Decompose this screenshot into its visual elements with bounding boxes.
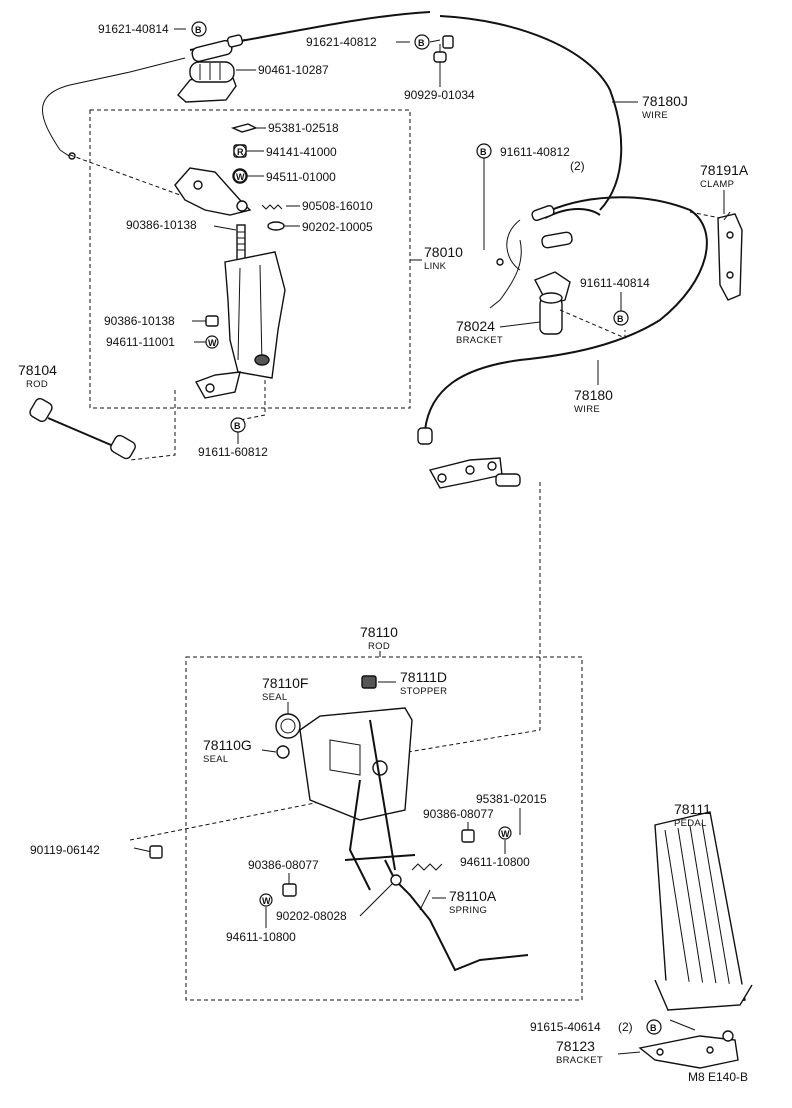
pedal-78111 bbox=[654, 811, 753, 1011]
caption-78191a: CLAMP bbox=[700, 179, 734, 190]
label-94141-41000: 94141-41000 bbox=[266, 145, 337, 159]
rod-78104 bbox=[29, 397, 136, 460]
svg-text:B: B bbox=[418, 38, 425, 48]
washer-badge: W bbox=[498, 826, 512, 840]
clamp-78191a bbox=[717, 211, 743, 301]
svg-text:B: B bbox=[617, 314, 624, 324]
label-91611-40812: 91611-40812 bbox=[500, 145, 570, 159]
label-91621-40812: 91621-40812 bbox=[306, 35, 377, 49]
label-91611-40814: 91611-40814 bbox=[580, 276, 650, 290]
label-90202-10005: 90202-10005 bbox=[302, 220, 373, 234]
label-95381-02518: 95381-02518 bbox=[268, 121, 339, 135]
caption-78111: PEDAL bbox=[674, 818, 707, 829]
leader-clamp-dash bbox=[559, 211, 721, 339]
label-78110f: 78110F bbox=[262, 675, 308, 691]
bracket-78123 bbox=[638, 1030, 739, 1069]
svg-text:W: W bbox=[501, 829, 510, 839]
label-90386-08077-b: 90386-08077 bbox=[248, 858, 319, 872]
caption-78110f: SEAL bbox=[262, 692, 288, 703]
washer-badge: W bbox=[233, 169, 247, 183]
label-78110g: 78110G bbox=[203, 737, 252, 753]
label-78191a: 78191A bbox=[700, 162, 749, 178]
caption-78110a: SPRING bbox=[449, 905, 487, 916]
reference-code: M8 E140-B bbox=[688, 1070, 748, 1084]
svg-text:B: B bbox=[195, 25, 202, 35]
svg-text:W: W bbox=[236, 172, 245, 182]
label-95381-02015: 95381-02015 bbox=[476, 792, 547, 806]
bracket-78024 bbox=[424, 196, 708, 431]
bolt-badge: B bbox=[414, 34, 430, 50]
wire-78180-lower bbox=[417, 427, 521, 489]
label-94611-10800-b: 94611-10800 bbox=[226, 930, 296, 944]
bolt-badge: B bbox=[476, 143, 492, 159]
bolt-badge: B bbox=[230, 417, 246, 433]
label-90386-10138-b: 90386-10138 bbox=[104, 314, 175, 328]
label-90461-10287: 90461-10287 bbox=[258, 63, 329, 77]
bolt-90119-06142 bbox=[133, 845, 163, 859]
label-91615-40614-qty: (2) bbox=[618, 1020, 633, 1034]
label-90386-08077-a: 90386-08077 bbox=[423, 807, 494, 821]
svg-text:R: R bbox=[237, 147, 244, 157]
caption-78111d: STOPPER bbox=[400, 686, 447, 697]
caption-78010: LINK bbox=[424, 261, 447, 272]
label-78180: 78180 bbox=[574, 387, 613, 403]
bolt-badge: B bbox=[613, 310, 629, 326]
label-78111: 78111 bbox=[674, 801, 711, 817]
label-90508-16010: 90508-16010 bbox=[302, 199, 373, 213]
svg-text:B: B bbox=[234, 421, 241, 431]
label-91611-40812-qty: (2) bbox=[570, 159, 585, 173]
caption-78180: WIRE bbox=[574, 404, 600, 415]
caption-78180j: WIRE bbox=[642, 110, 668, 121]
label-78010: 78010 bbox=[424, 244, 463, 260]
svg-text:B: B bbox=[650, 1023, 657, 1033]
cable-end-fitting bbox=[191, 34, 244, 63]
caption-78123: BRACKET bbox=[556, 1055, 603, 1066]
label-78123: 78123 bbox=[556, 1038, 595, 1054]
label-78104: 78104 bbox=[18, 362, 57, 378]
washer-badge: W bbox=[259, 893, 273, 907]
rivet-badge: R bbox=[233, 144, 247, 158]
leader-bolt-dash bbox=[129, 799, 331, 841]
label-91621-40814: 91621-40814 bbox=[98, 22, 169, 36]
label-94611-11001: 94611-11001 bbox=[106, 335, 175, 349]
leader-rod-dash bbox=[359, 482, 541, 761]
svg-text:W: W bbox=[208, 338, 217, 348]
label-78024: 78024 bbox=[456, 318, 495, 334]
link-assembly-box bbox=[89, 109, 411, 409]
svg-text:W: W bbox=[262, 896, 271, 906]
label-91611-60812: 91611-60812 bbox=[198, 445, 268, 459]
label-78180j: 78180J bbox=[642, 93, 688, 109]
label-90929-01034: 90929-01034 bbox=[404, 88, 475, 102]
label-90386-10138-a: 90386-10138 bbox=[126, 218, 197, 232]
label-90119-06142: 90119-06142 bbox=[30, 843, 100, 857]
leader-link-dash bbox=[69, 154, 266, 461]
caption-78104: ROD bbox=[26, 379, 48, 390]
caption-78024: BRACKET bbox=[456, 335, 503, 346]
label-90202-08028: 90202-08028 bbox=[276, 909, 347, 923]
label-94611-10800-a: 94611-10800 bbox=[460, 855, 530, 869]
washer-badge: W bbox=[205, 335, 219, 349]
rod-78110-parts bbox=[275, 675, 529, 972]
bolt-badge: B bbox=[191, 21, 207, 37]
label-94511-01000: 94511-01000 bbox=[266, 170, 336, 184]
rod-assembly-box bbox=[185, 656, 583, 1001]
caption-78110g: SEAL bbox=[203, 754, 229, 765]
leader-91615 bbox=[669, 1019, 696, 1031]
clip-90929-01034 bbox=[433, 35, 454, 63]
label-78110a: 78110A bbox=[449, 888, 497, 904]
grommet-90461-10287 bbox=[177, 61, 237, 103]
bolt-badge: B bbox=[646, 1019, 662, 1035]
label-78111d: 78111D bbox=[400, 669, 447, 685]
label-78110: 78110 bbox=[360, 624, 398, 640]
label-91615-40614: 91615-40614 bbox=[530, 1020, 601, 1034]
caption-78110: ROD bbox=[368, 641, 390, 652]
svg-text:B: B bbox=[480, 147, 487, 157]
link-78010-parts bbox=[174, 123, 286, 399]
